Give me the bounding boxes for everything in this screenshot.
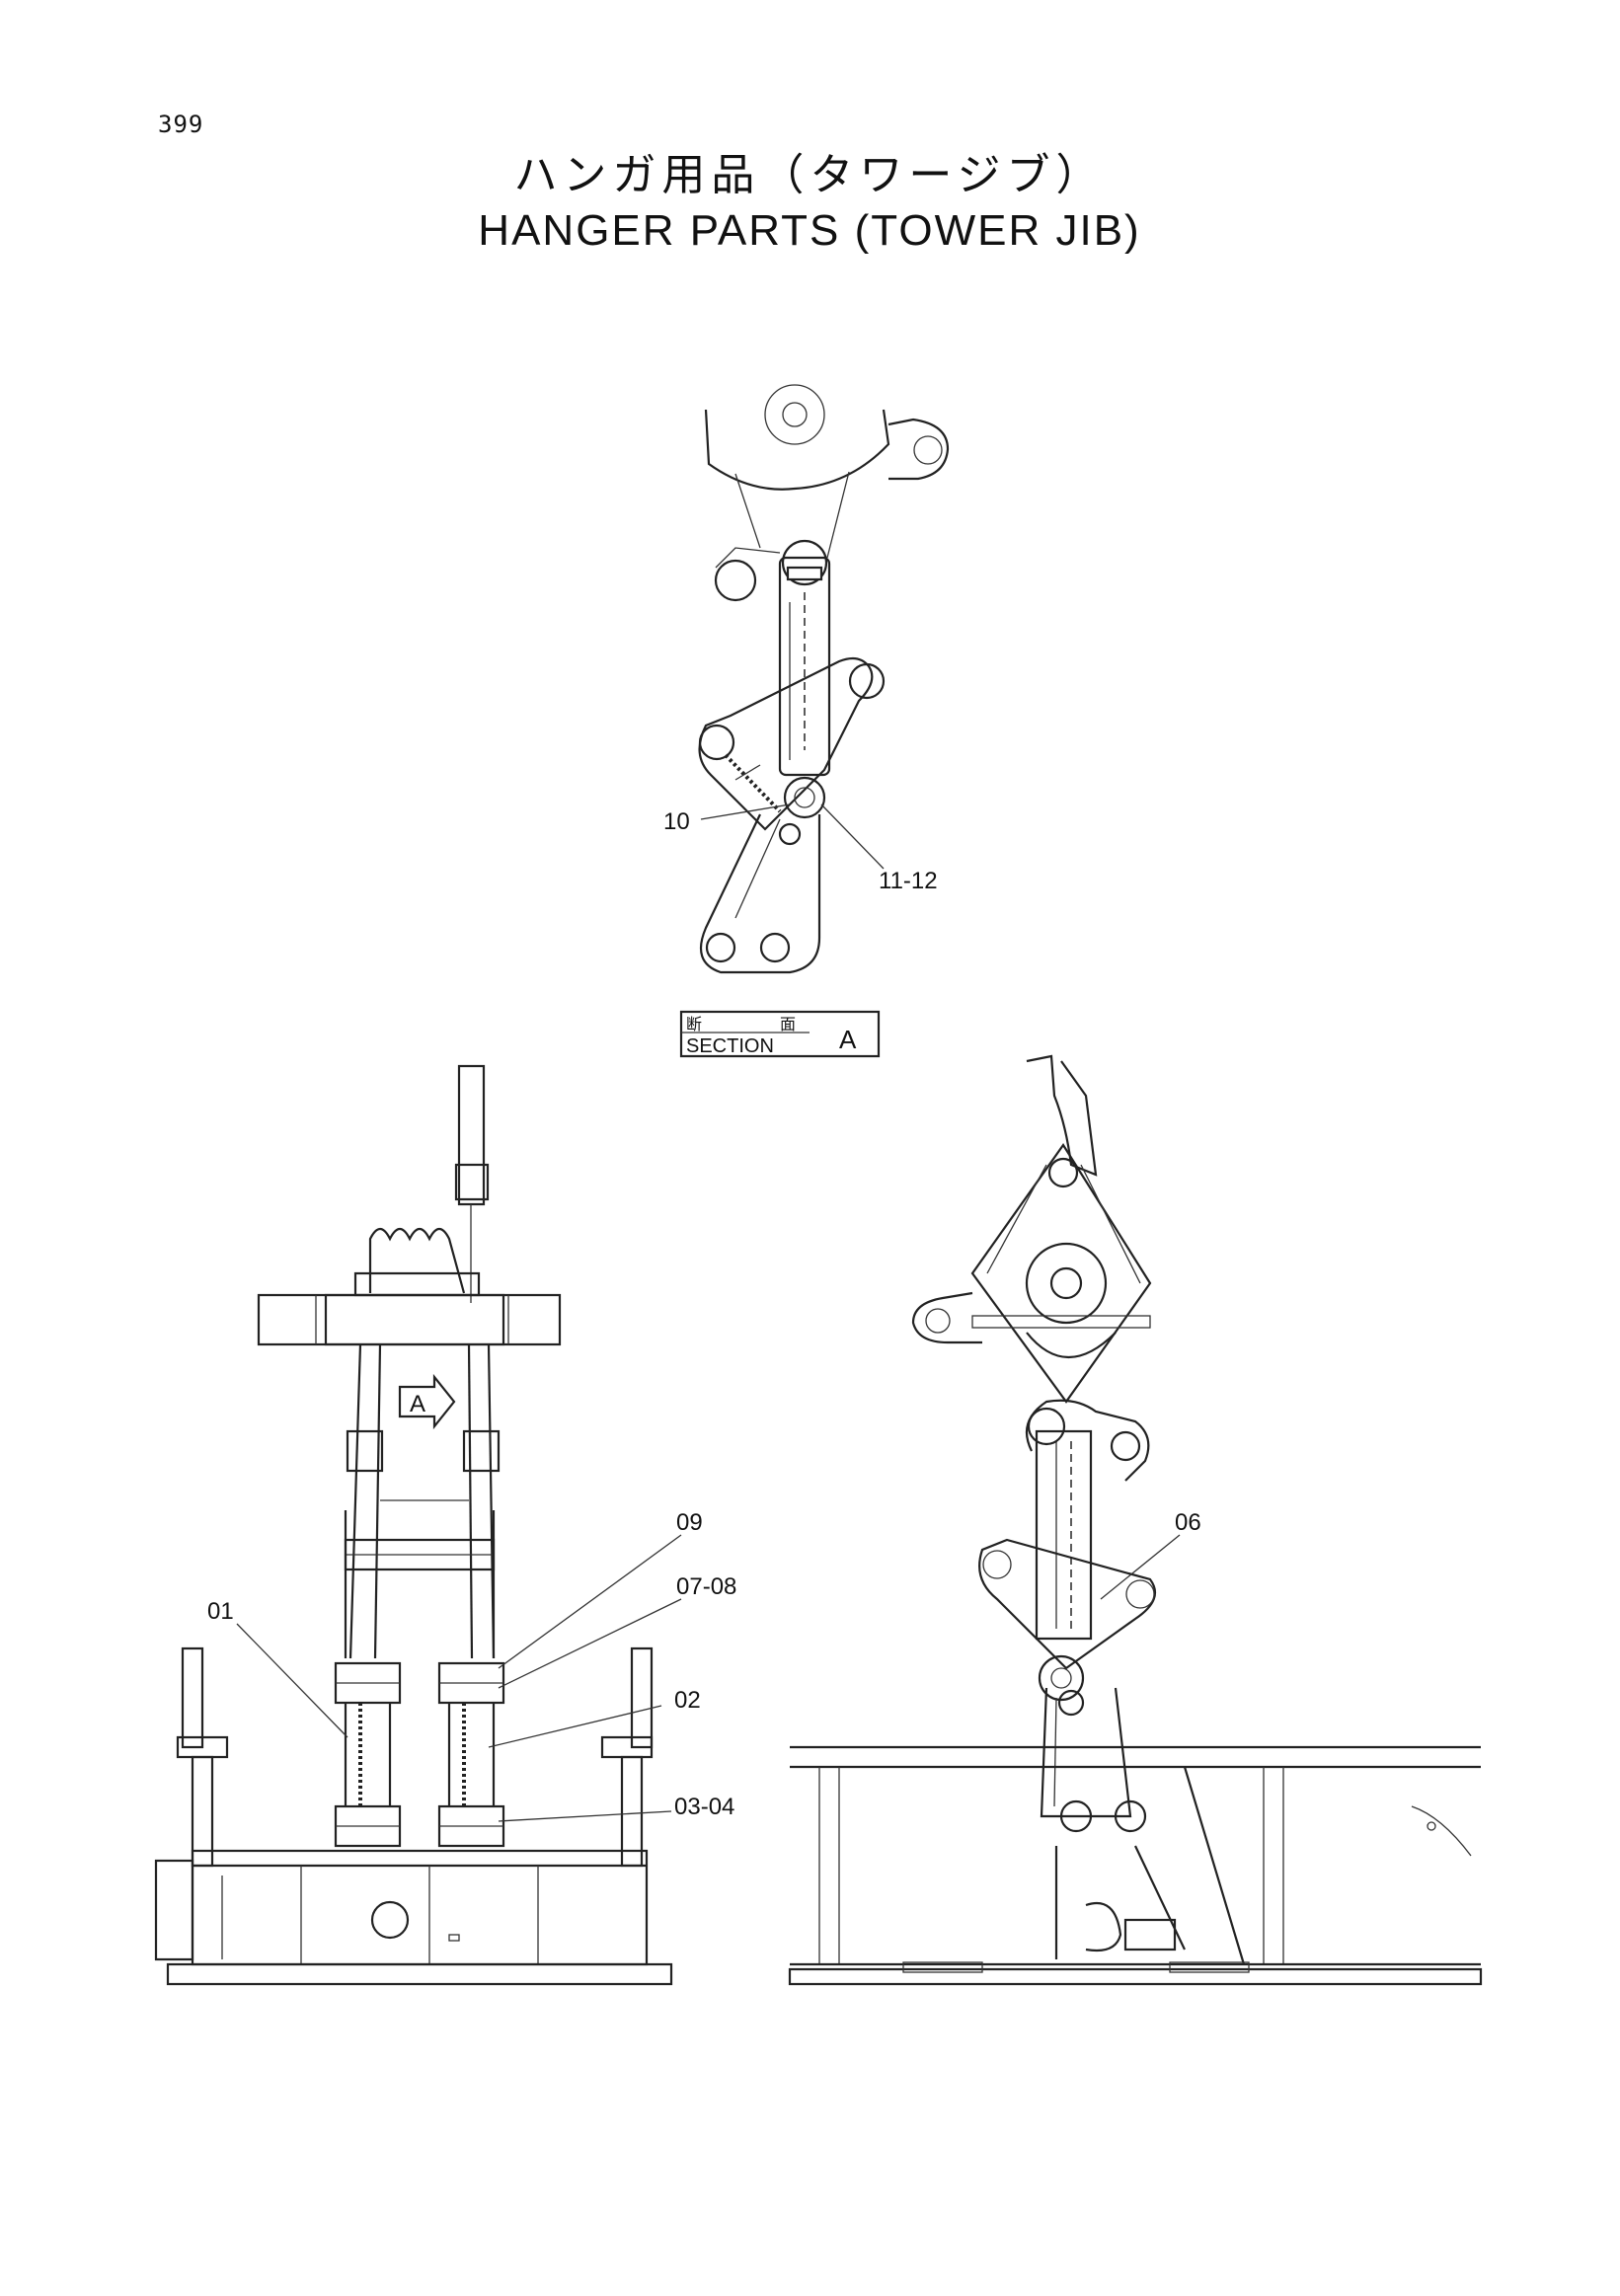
- callout-07-08: 07-08: [676, 1573, 736, 1600]
- callout-09: 09: [676, 1509, 703, 1536]
- section-kanji-left: 断: [686, 1015, 702, 1033]
- section-a-label: 断 面 SECTION A: [679, 1010, 881, 1058]
- callout-03-04: 03-04: [674, 1794, 734, 1820]
- section-kanji-right: 面: [780, 1015, 796, 1033]
- title-japanese: ハンガ用品（タワージブ）: [513, 150, 1106, 200]
- title-english: HANGER PARTS (TOWER JIB): [478, 206, 1141, 255]
- title-block: ハンガ用品（タワージブ） HANGER PARTS (TOWER JIB): [375, 148, 1244, 259]
- callout-06: 06: [1175, 1509, 1201, 1536]
- side-view: 06: [788, 1054, 1483, 1986]
- callout-11-12: 11-12: [879, 868, 938, 894]
- callout-02: 02: [674, 1687, 701, 1714]
- callout-10: 10: [663, 808, 690, 835]
- front-view: A: [154, 1064, 736, 1986]
- section-letter: A: [839, 1025, 857, 1054]
- view-arrow-a: A: [410, 1391, 425, 1417]
- page-number: 399: [158, 111, 204, 138]
- callout-01: 01: [207, 1598, 234, 1625]
- section-a-detail-view: 10 11-12: [663, 384, 950, 974]
- section-text: SECTION: [686, 1035, 774, 1057]
